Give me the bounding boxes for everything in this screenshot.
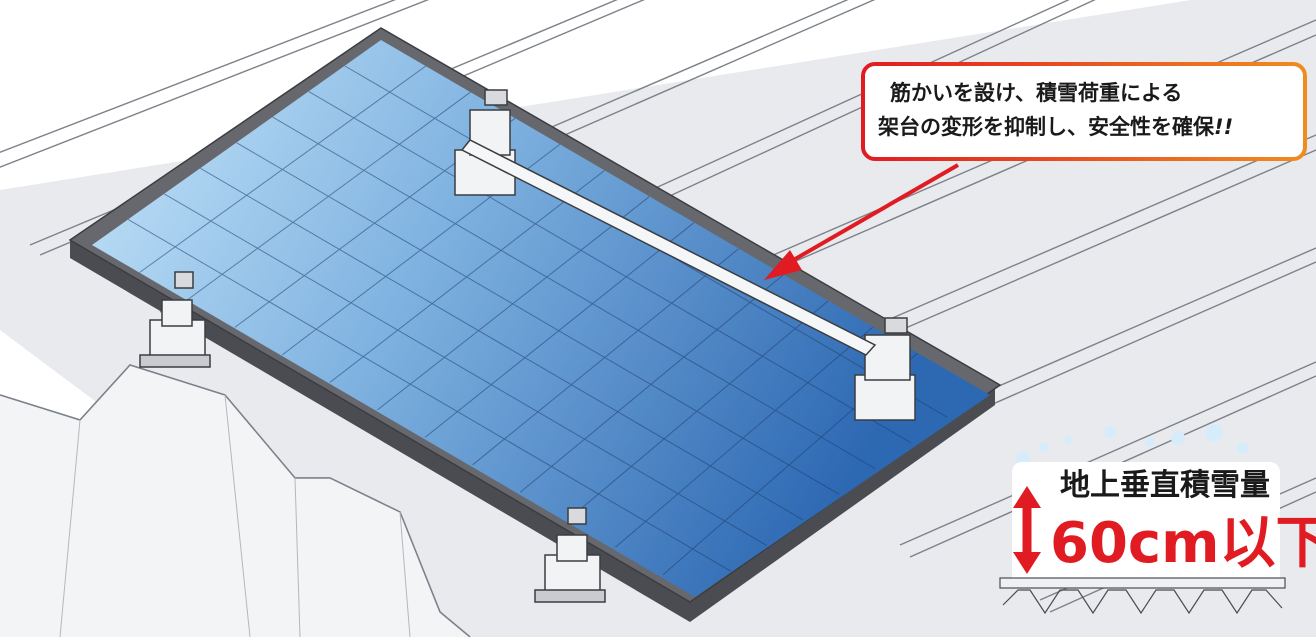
mount-bracket-front-right [534,507,606,603]
mount-bracket-front-left [139,271,211,368]
snow-load-value: 60cm以下 [1050,511,1316,576]
svg-text:架台の変形を抑制し、安全性を確保!!: 架台の変形を抑制し、安全性を確保!! [878,115,1233,139]
callout-line-1: 筋かいを設け、積雪荷重による [889,81,1182,105]
callout-line-2: 架台の変形を抑制し、安全性を確保 [878,115,1215,139]
brace-bar [460,139,877,356]
snow-load-label: 地上垂直積雪量 [1060,468,1270,503]
height-arrow-icon [1013,486,1041,574]
callout-emphasis: !! [1214,115,1233,139]
callout-arrow [764,163,960,280]
panel-cell-grid [127,65,948,576]
mount-bracket-rear-right [854,317,916,421]
snow-load-badge: 地上垂直積雪量 60cm以下 [999,424,1316,615]
solar-panel [92,40,990,597]
callout-box: 筋かいを設け、積雪荷重による 架台の変形を抑制し、安全性を確保!! [861,62,1307,161]
